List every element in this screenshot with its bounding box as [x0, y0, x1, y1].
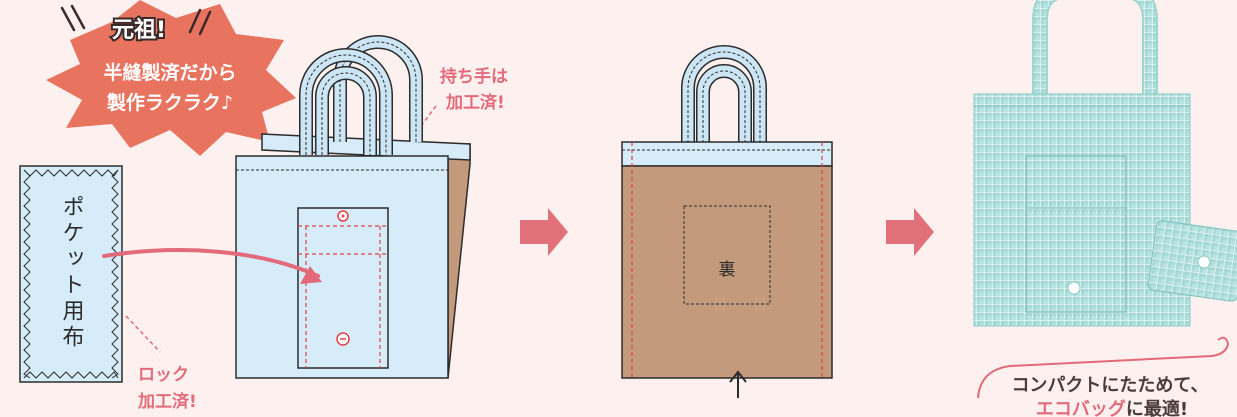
burst-line2-text: 製作ラクラク♪	[106, 91, 233, 114]
caption-emphasis: エコバッグ	[1036, 398, 1126, 417]
finished-handle	[1032, 0, 1158, 96]
snap-button-icon	[337, 210, 349, 222]
handle-note-line2: 加工済!	[445, 92, 505, 113]
inside-handle	[681, 45, 767, 148]
caption: コンパクトにたためて、 エコバッグに最適!	[977, 336, 1230, 417]
lock-note: ロック 加工済!	[125, 315, 197, 412]
emphasis-marks	[60, 4, 212, 36]
lock-edge-top	[23, 169, 119, 177]
snap-button-icon	[1197, 255, 1211, 269]
finished-bag	[973, 0, 1237, 327]
placement-arrowhead	[300, 266, 322, 284]
inside-pocket-outline	[683, 205, 771, 305]
inside-body	[621, 165, 833, 379]
arrow-right-icon	[520, 208, 568, 256]
front-handle	[299, 48, 393, 155]
snap-button-icon	[336, 332, 350, 346]
handle-note: 持ち手は 加工済!	[411, 66, 508, 139]
snap-button-icon	[1067, 281, 1081, 295]
handle-note-line1: 持ち手は	[440, 66, 508, 87]
up-arrow-icon	[729, 370, 747, 398]
arrow-right-icon	[886, 208, 934, 256]
burst-shape	[46, 0, 296, 156]
burst-callout: 元祖! 半縫製済だから 製作ラクラク♪	[46, 0, 296, 156]
pocket-cloth: ポケット用布	[19, 165, 123, 383]
lock-note-leader	[125, 315, 161, 353]
caption-rest: に最適!	[1126, 398, 1188, 417]
caption-line1: コンパクトにたためて、	[1011, 375, 1208, 396]
back-side-label: 裏	[719, 259, 736, 280]
bag-front-view	[102, 35, 471, 379]
lock-edge-right	[111, 169, 119, 379]
lock-note-line1: ロック	[138, 365, 189, 385]
burst-top-text: 元祖!	[112, 18, 166, 43]
lock-edge-bottom	[23, 371, 119, 379]
bag-inside-out-view: 裏	[621, 45, 833, 398]
placement-arrow	[102, 248, 320, 278]
burst-line1-text: 半縫製済だから	[103, 61, 236, 84]
pocket-cloth-label: ポケット用布	[59, 195, 85, 351]
pocket-outline	[297, 207, 389, 369]
inside-band	[621, 141, 833, 167]
folded-bag	[1147, 220, 1237, 302]
caption-line	[977, 336, 1230, 399]
lock-note-line2: 加工済!	[137, 391, 197, 412]
caption-line2: エコバッグに最適!	[1036, 398, 1188, 417]
lock-edge-left	[23, 169, 31, 379]
